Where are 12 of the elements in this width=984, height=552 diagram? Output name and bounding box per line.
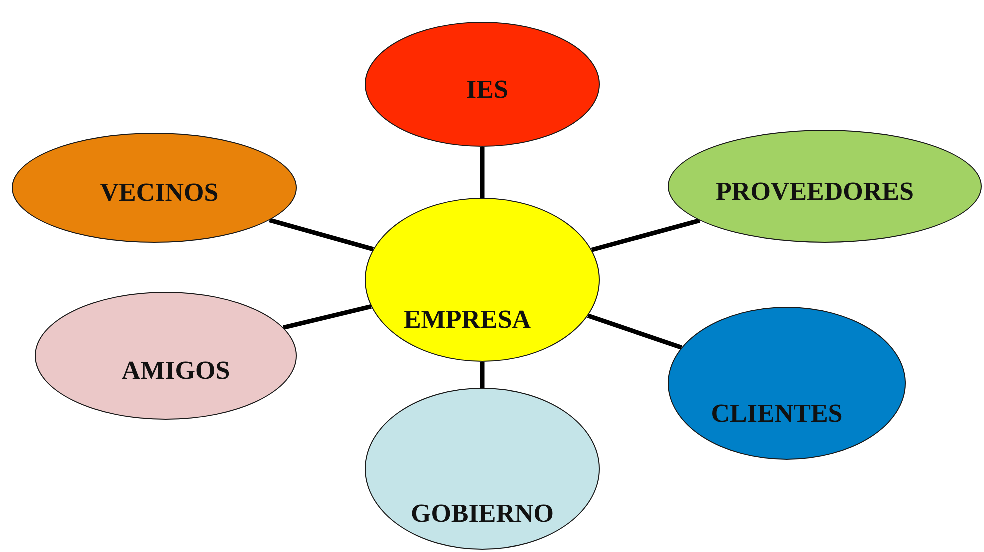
node-label: VECINOS: [100, 178, 219, 208]
connector-line: [480, 147, 485, 198]
connector-line: [591, 218, 701, 252]
connector-line: [269, 218, 374, 252]
node-label: EMPRESA: [404, 305, 532, 335]
node-label: AMIGOS: [122, 356, 230, 386]
node-label: PROVEEDORES: [716, 176, 914, 206]
connector-line: [283, 304, 372, 330]
node-label: CLIENTES: [711, 398, 843, 428]
node-label: IES: [466, 74, 508, 104]
node-label: GOBIERNO: [410, 499, 554, 529]
connector-line: [480, 362, 485, 388]
